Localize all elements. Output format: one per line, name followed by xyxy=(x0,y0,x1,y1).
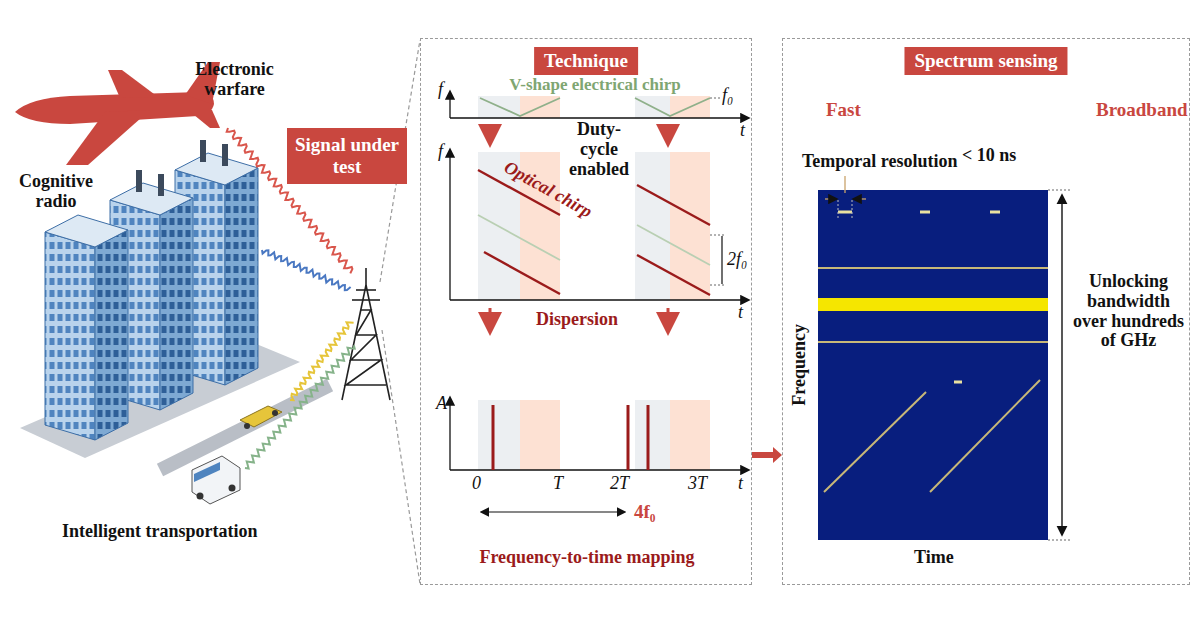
car xyxy=(240,406,282,429)
text-label: f xyxy=(438,142,443,162)
text-label: t xyxy=(738,303,743,323)
text-label: Intelligent transportation xyxy=(62,522,258,542)
arrow-shaft xyxy=(752,452,774,458)
text-label: Frequency-to-time mapping xyxy=(430,548,744,568)
text-label: t xyxy=(738,474,743,494)
text-label: Time xyxy=(914,548,954,568)
panel-heading: Technique xyxy=(534,47,638,75)
zoom-line xyxy=(382,330,420,584)
text-label: Unlocking bandwidth over hundreds of GHz xyxy=(1072,272,1185,351)
text-label: T xyxy=(553,474,563,494)
panel-heading: Spectrum sensing xyxy=(904,47,1067,75)
box-text: Signal under test xyxy=(293,134,401,178)
bandwidth-arrow xyxy=(1048,190,1070,540)
text-label: f₀ xyxy=(722,86,733,106)
building xyxy=(45,215,128,440)
arrow-head xyxy=(773,447,782,463)
text-label: 2T xyxy=(610,474,629,494)
text-label: f xyxy=(438,80,443,100)
text-label: 3T xyxy=(688,474,707,494)
text-label: 4f₀ xyxy=(634,502,656,523)
text-label: Frequency xyxy=(790,324,810,406)
pulse-plot xyxy=(450,398,748,512)
text-label: A xyxy=(436,394,447,414)
signal-wave xyxy=(262,250,351,290)
text-label: t xyxy=(740,121,745,141)
text-label: Electronic warfare xyxy=(182,60,287,100)
text-label: < 10 ns xyxy=(962,146,1016,166)
resolution-bracket xyxy=(825,176,866,199)
text-label: 0 xyxy=(472,474,481,494)
text-label: Broadband xyxy=(1096,100,1188,121)
text-label: Duty-cycle enabled xyxy=(563,120,635,179)
red-label-box: Signal under test xyxy=(287,128,407,184)
text-label: V-shape electrical chirp xyxy=(450,76,740,95)
text-label: Dispersion xyxy=(536,310,618,330)
road xyxy=(160,385,330,470)
text-label: 2f₀ xyxy=(727,250,747,270)
text-label: Cognitive radio xyxy=(8,172,104,212)
spectrogram xyxy=(818,190,1048,540)
text-label: Temporal resolution xyxy=(802,152,958,172)
airplane xyxy=(15,62,220,165)
signal-wave xyxy=(245,345,355,468)
bus xyxy=(192,456,240,504)
text-label: Fast xyxy=(826,100,861,121)
flow-arrow xyxy=(752,447,782,463)
